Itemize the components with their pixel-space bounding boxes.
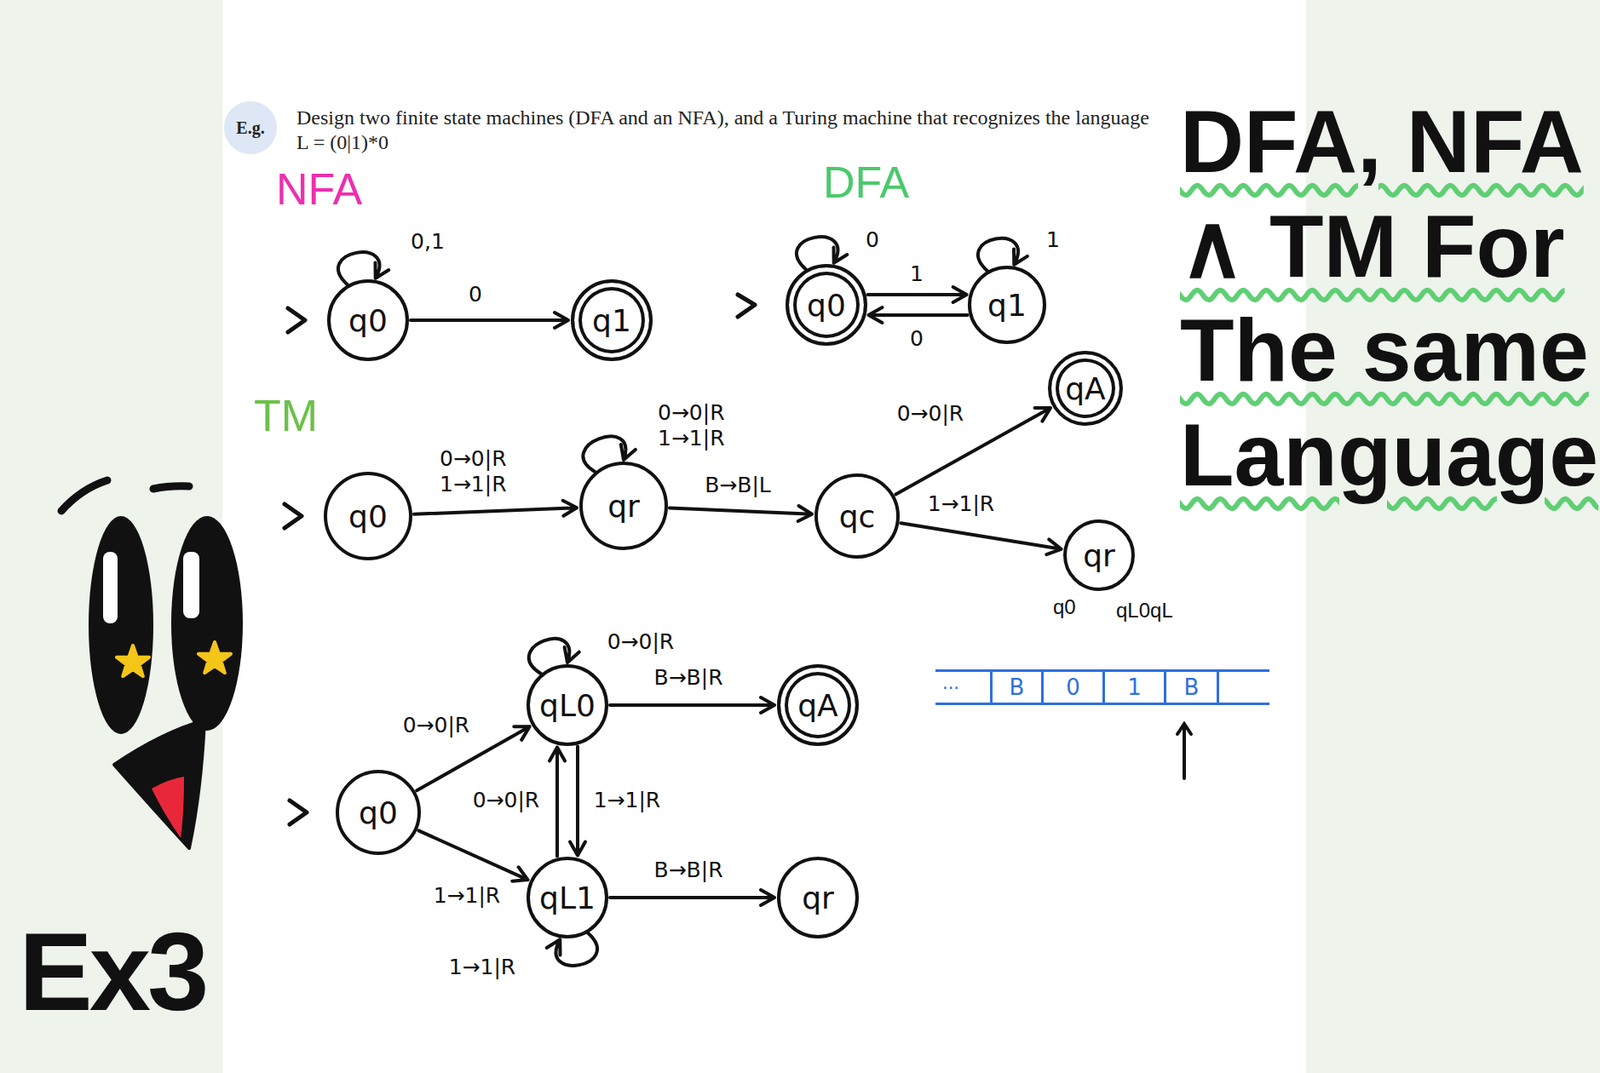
state-name: q1 xyxy=(592,303,632,339)
state-name: 1 xyxy=(1127,674,1142,701)
state-name: q0 xyxy=(806,287,847,323)
state-name: qr xyxy=(1082,538,1116,574)
accept-state: q0 xyxy=(785,264,868,346)
state-circle: qL1 xyxy=(526,857,609,939)
headline-note: DFA, NFA ∧ TM For The same Language xyxy=(1179,89,1598,508)
example-badge: E.g. xyxy=(224,101,277,154)
start-markers xyxy=(284,294,755,825)
transition-arrow xyxy=(669,506,812,522)
state-circle: qc xyxy=(814,473,900,559)
transition-label: 1→1|R xyxy=(431,883,504,910)
transition-label: B→B|R xyxy=(651,665,726,691)
tape-ellipsis: ... xyxy=(942,671,960,694)
transition-label: 0→0|R xyxy=(470,788,543,814)
transition-arrow xyxy=(610,890,775,906)
transition-label: 0,1 xyxy=(408,229,448,255)
transition-label: 0→0|R xyxy=(604,629,678,656)
transition-label: 1→1|R xyxy=(446,955,519,981)
transition-label: 0→0|R xyxy=(400,713,473,739)
transition-label: 1 xyxy=(1043,227,1063,254)
transition-label: 0 xyxy=(863,227,882,254)
state-name: qr xyxy=(607,489,640,524)
tape-cell: 0 xyxy=(1041,669,1106,706)
reject-state: qr xyxy=(776,857,859,939)
state-circle: qr xyxy=(579,461,668,551)
tape-cell: B xyxy=(989,669,1044,706)
state-name: q1 xyxy=(987,287,1027,323)
transition-arrow xyxy=(569,747,586,857)
transition-label: 0 xyxy=(907,326,927,352)
tape-cell: 1 xyxy=(1102,669,1167,706)
state-name: qL0 xyxy=(539,688,596,724)
transition-arrow xyxy=(410,312,569,329)
accept-state: qA xyxy=(776,664,859,747)
state-name: q0 xyxy=(348,499,388,535)
tape-head-arrow xyxy=(1177,724,1192,779)
section-heading: DFA xyxy=(823,158,910,208)
tape-cell: B xyxy=(1163,669,1220,706)
state-circle: qL0 xyxy=(526,664,609,747)
state-name: qr xyxy=(801,880,835,916)
state-name: q0 xyxy=(358,795,398,831)
state-circle: q0 xyxy=(323,471,413,561)
state-name: B xyxy=(1184,674,1200,701)
head-state-note: q0 xyxy=(1053,596,1077,619)
transition-arrow xyxy=(414,500,577,517)
transition-label: 1→1|R xyxy=(591,788,664,814)
transition-label: 0 xyxy=(466,282,485,308)
transition-arrow xyxy=(868,287,967,303)
accept-state: q1 xyxy=(570,279,653,362)
task-title: Design two finite state machines (DFA an… xyxy=(296,105,1157,156)
transition-label: 0→0|R 1→1|R xyxy=(655,400,756,452)
transition-arrow xyxy=(869,307,968,323)
transition-arrow xyxy=(549,748,565,858)
state-circle: q0 xyxy=(335,770,421,856)
state-name: qA xyxy=(1064,371,1106,407)
transition-arrow xyxy=(610,697,775,714)
transition-label: 1→1|R xyxy=(925,491,998,518)
section-heading: TM xyxy=(253,391,318,441)
state-name: q0 xyxy=(348,303,388,339)
page-sheet xyxy=(222,0,1307,1073)
transition-label: B→B|L xyxy=(702,472,774,499)
transition-arrow xyxy=(418,830,528,881)
state-name: qA xyxy=(797,688,838,724)
example-number: Ex3 xyxy=(18,911,206,1034)
state-name: B xyxy=(1009,674,1025,701)
state-name: qL1 xyxy=(539,880,596,916)
state-circle: q0 xyxy=(327,279,409,362)
state-name: 0 xyxy=(1065,674,1081,701)
head-state-note: qL0qL xyxy=(1116,599,1174,622)
transition-label: 0→0|R xyxy=(894,401,967,427)
transition-label: B→B|R xyxy=(651,857,726,884)
face-doodle xyxy=(61,480,243,849)
state-circle: q1 xyxy=(967,265,1047,345)
reject-state: qr xyxy=(1063,519,1135,592)
accept-state: qA xyxy=(1047,351,1123,426)
transition-arrow xyxy=(900,523,1061,555)
transition-label: 0→0|R 1→1|R xyxy=(437,446,538,498)
transition-label: 1 xyxy=(907,261,927,288)
section-heading: NFA xyxy=(276,165,363,214)
state-name: qc xyxy=(839,499,876,535)
state-name: E.g. xyxy=(235,118,265,139)
